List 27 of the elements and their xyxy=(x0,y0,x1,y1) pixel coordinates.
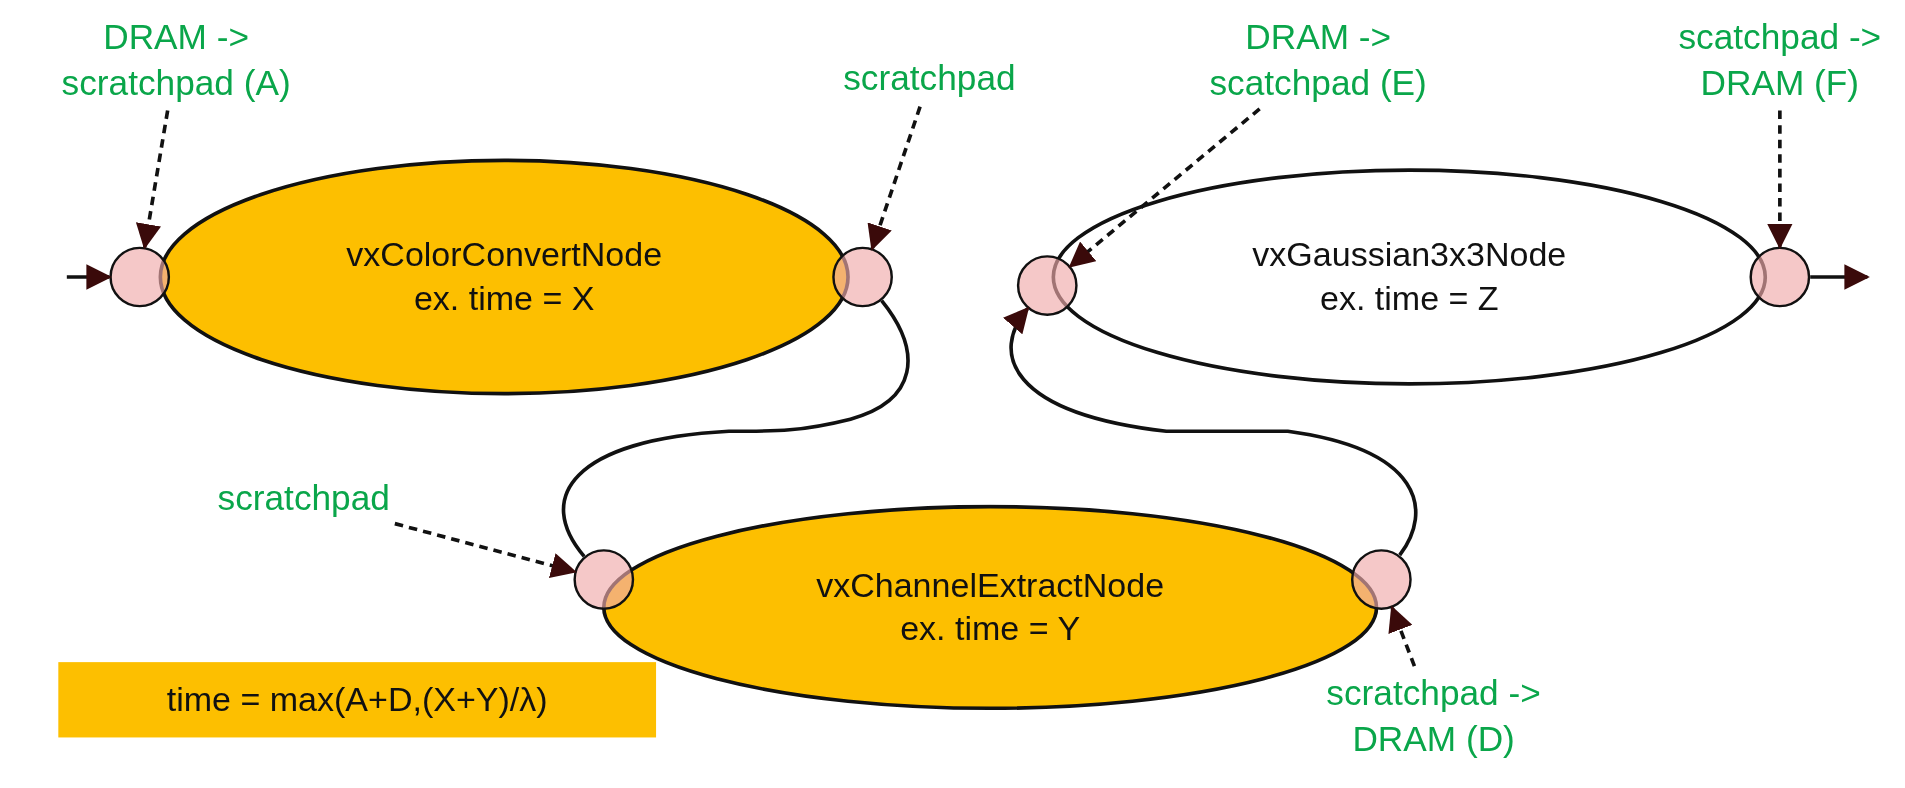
port-circle xyxy=(1016,255,1078,316)
callout-text: scratchpad -> DRAM (D) xyxy=(1275,670,1592,763)
node-title: vxGaussian3x3Node xyxy=(1252,234,1567,275)
leader-line xyxy=(1388,605,1417,667)
leader-line xyxy=(1767,110,1793,250)
callout-text: scatchpad -> DRAM (F) xyxy=(1658,14,1902,107)
leader-line xyxy=(394,521,577,578)
leader-line xyxy=(867,106,922,251)
port-circle xyxy=(1351,549,1412,610)
node-text: ex. time = Z xyxy=(1319,278,1499,320)
leader-line xyxy=(135,110,170,250)
node-title: vxColorConvertNode xyxy=(346,234,663,275)
port-circle xyxy=(832,246,893,308)
leader-line xyxy=(1068,107,1261,268)
arrow xyxy=(1003,306,1418,557)
callout-text: DRAM -> scratchpad (A) xyxy=(24,14,329,107)
formula-box: time = max(A+D,(X+Y)/λ) xyxy=(58,662,657,738)
callout-text: scratchpad xyxy=(789,55,1070,102)
arrow xyxy=(1810,264,1870,290)
callout-text: DRAM -> scatchpad (E) xyxy=(1166,14,1471,107)
node-title: vxChannelExtractNode xyxy=(816,564,1165,606)
callout-text: scratchpad xyxy=(170,476,438,523)
port-circle xyxy=(1749,246,1811,308)
node-text: ex. time = X xyxy=(413,278,595,320)
node-text: ex. time = Y xyxy=(900,608,1081,650)
port-circle xyxy=(109,246,171,308)
arrow xyxy=(66,264,112,290)
